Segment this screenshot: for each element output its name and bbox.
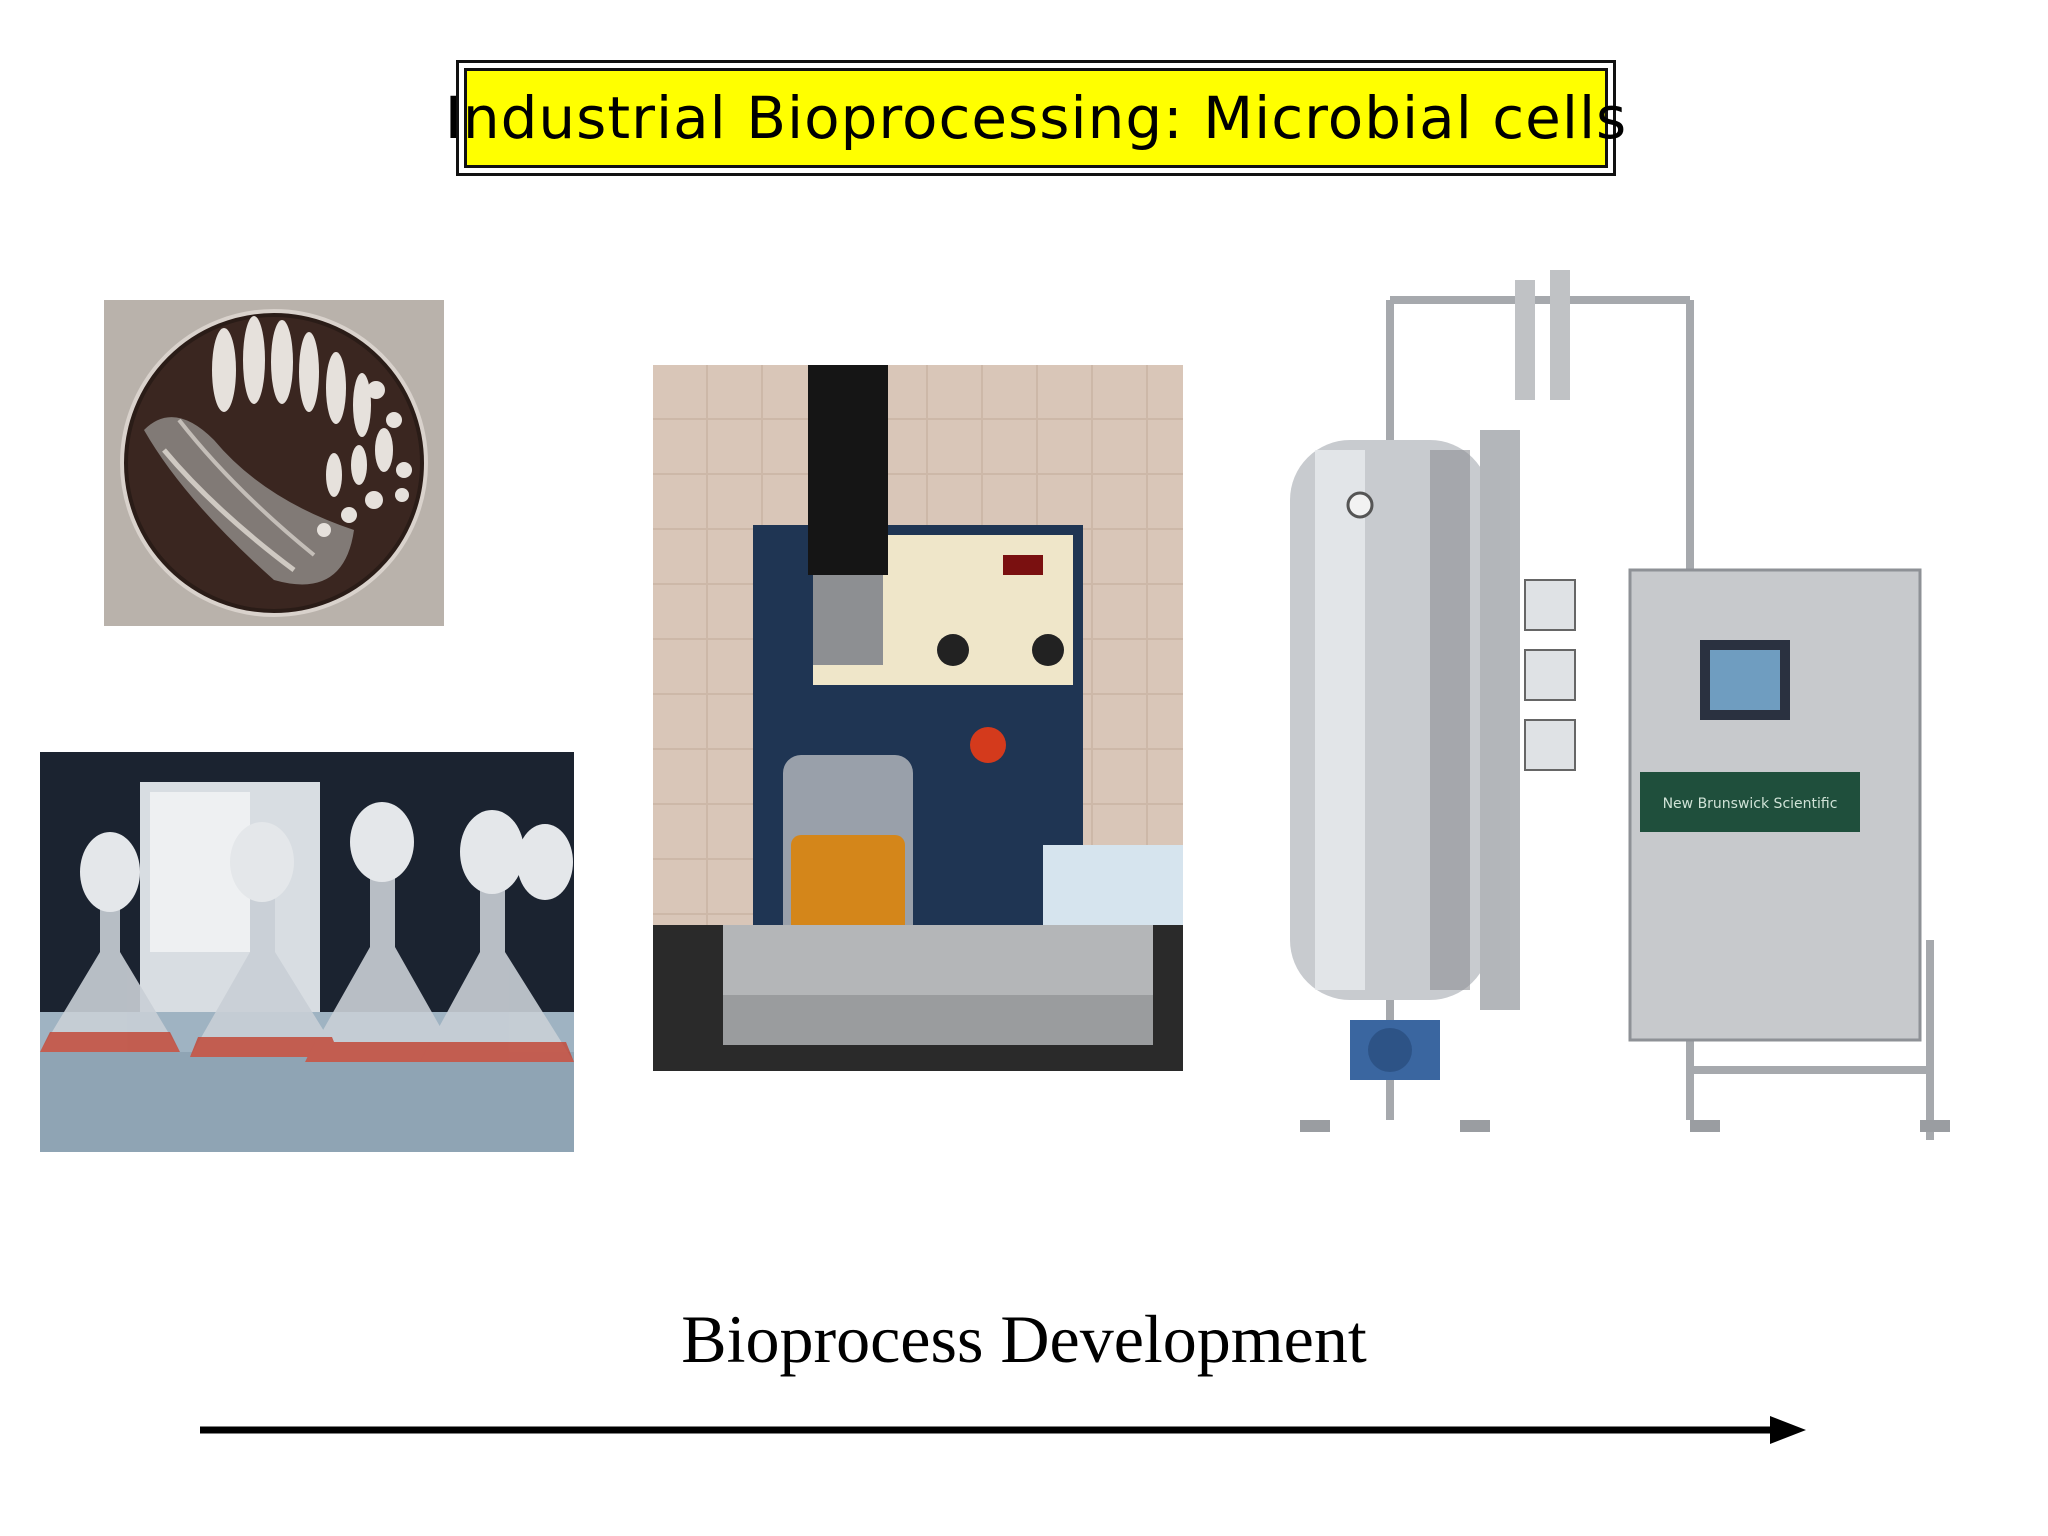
shake-flasks-image bbox=[40, 752, 574, 1152]
petri-dish-image bbox=[104, 300, 444, 626]
slide-title: Industrial Bioprocessing: Microbial cell… bbox=[445, 68, 1626, 168]
bioprocess-development-label: Bioprocess Development bbox=[681, 1301, 1367, 1377]
industrial-fermenter-image: New Brunswick Scientific bbox=[1230, 240, 1950, 1200]
arrow-right-icon bbox=[200, 1416, 1806, 1444]
benchtop-bioreactor-image bbox=[653, 365, 1183, 1071]
title-box: Industrial Bioprocessing: Microbial cell… bbox=[445, 60, 1626, 176]
fermenter-brand-text: New Brunswick Scientific bbox=[1663, 796, 1838, 812]
